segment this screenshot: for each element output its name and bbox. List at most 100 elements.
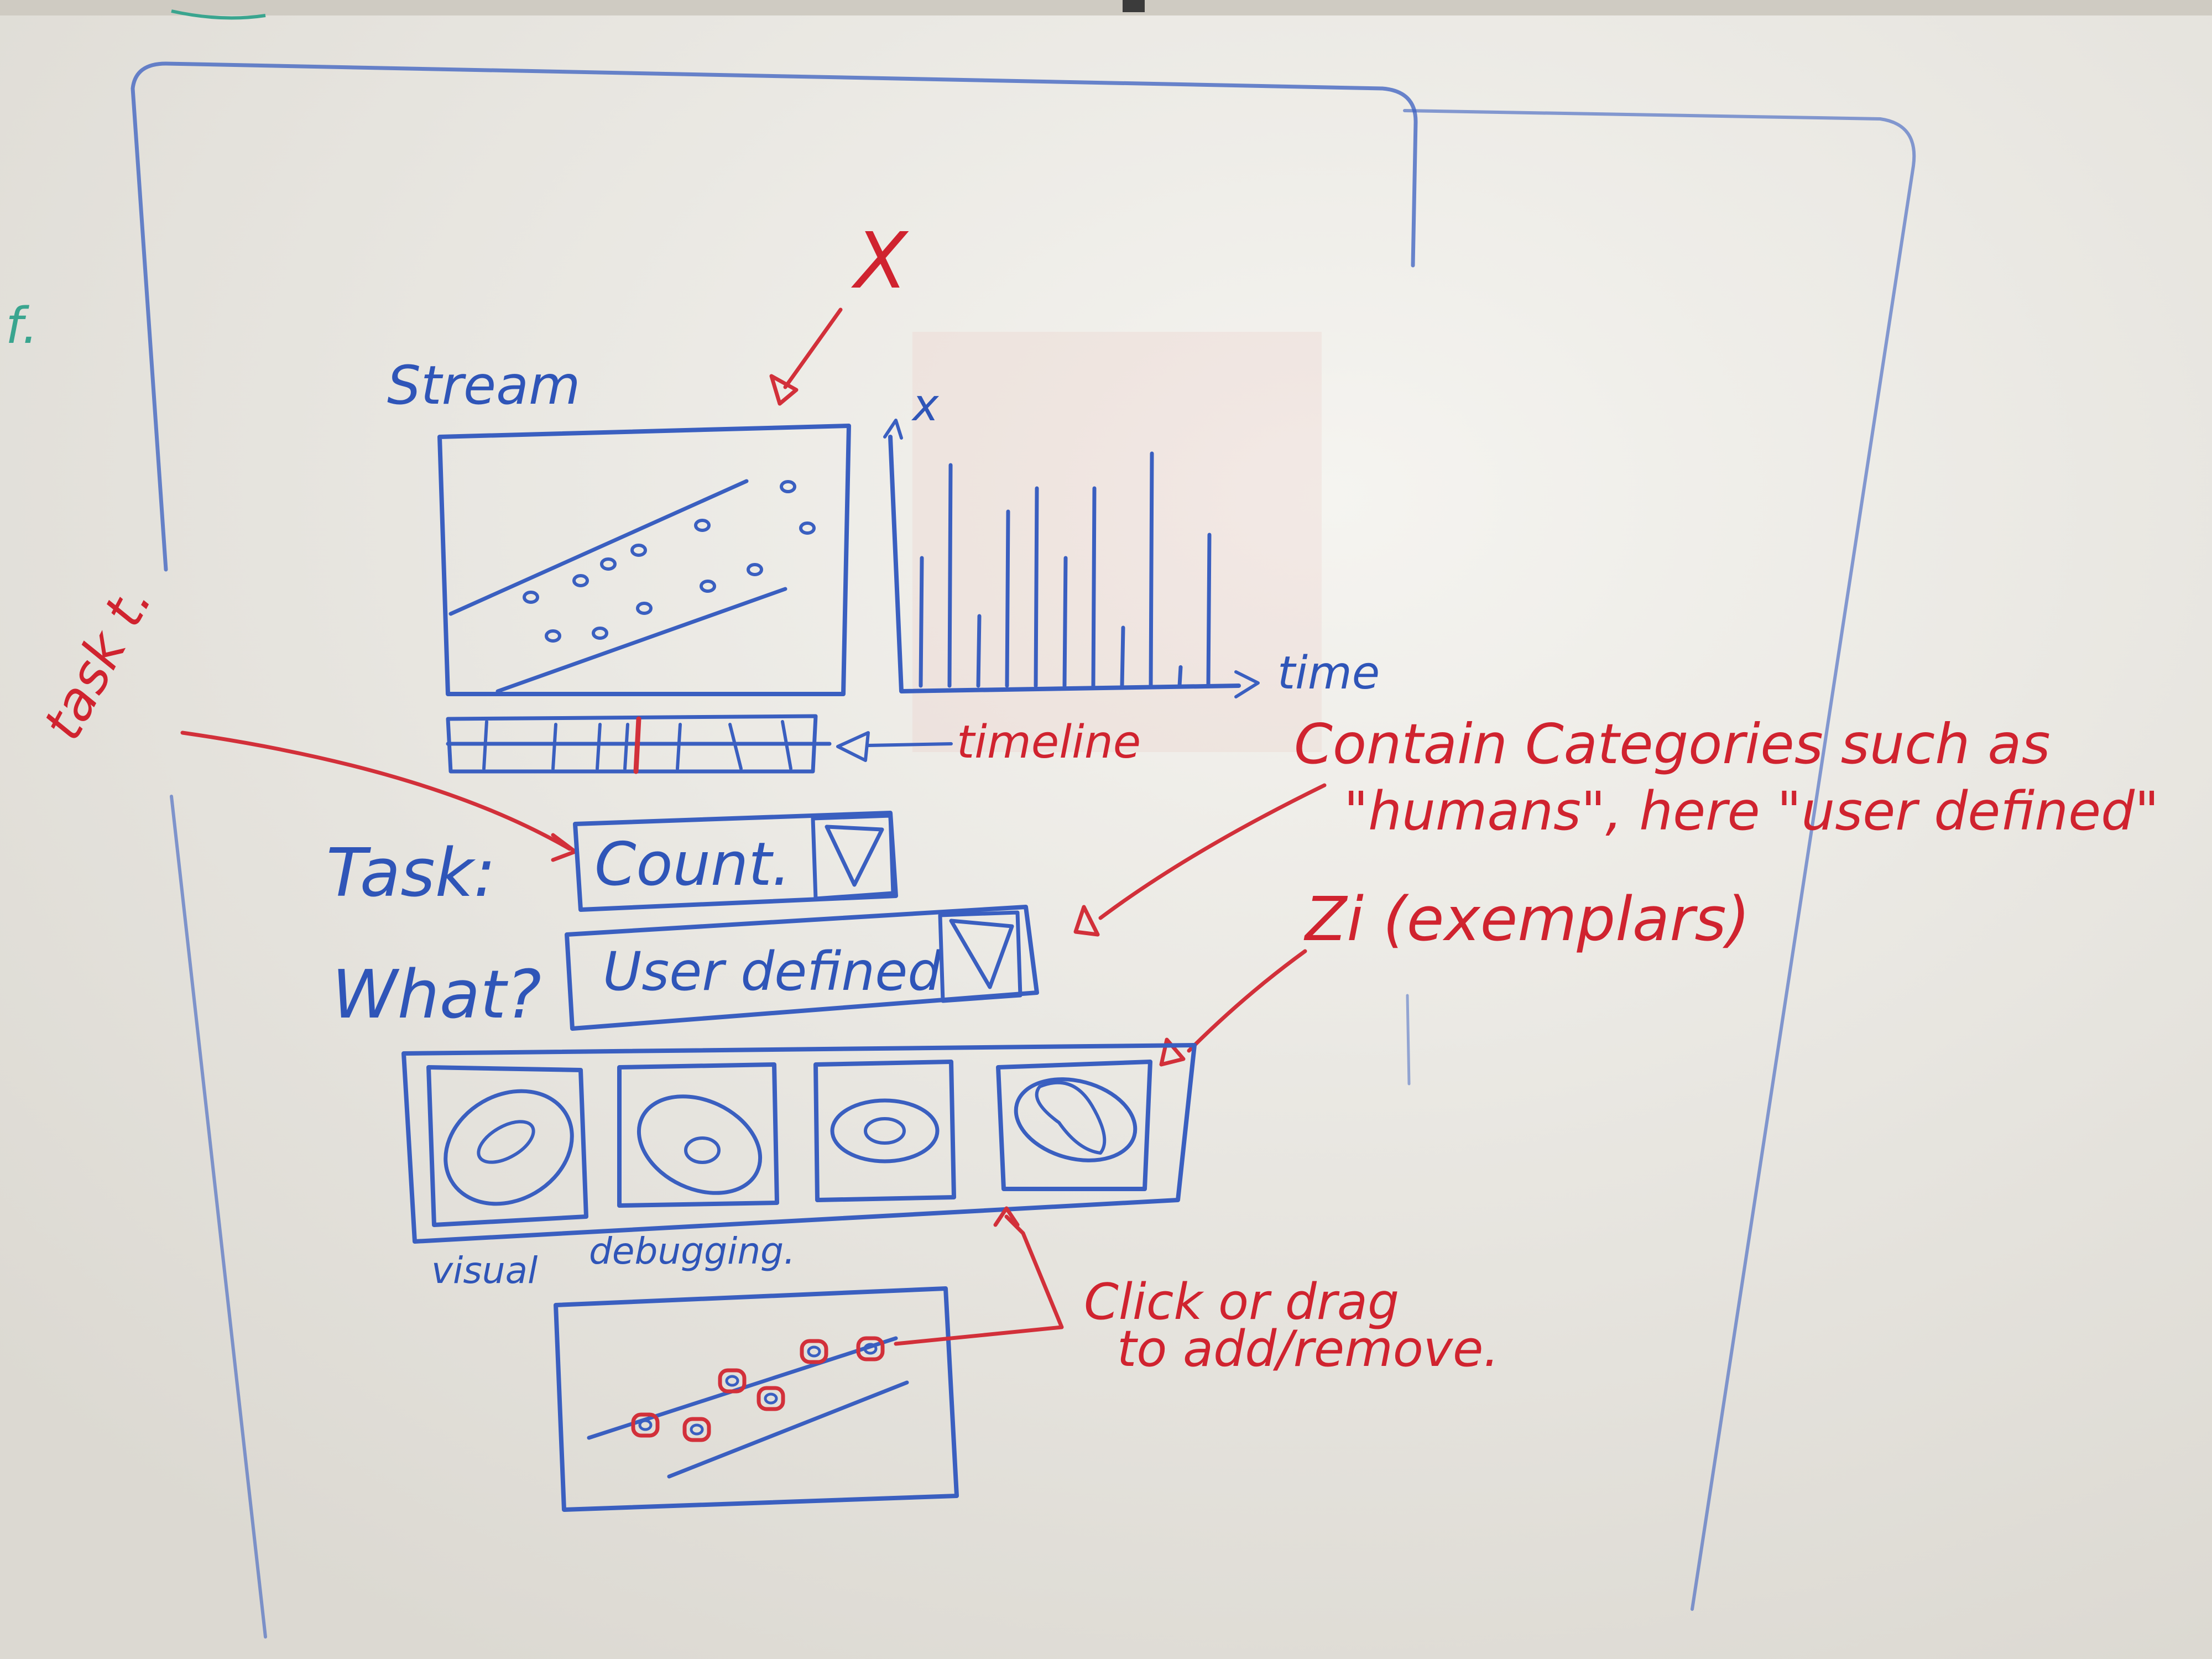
- categories-note-arrow: [1098, 783, 1327, 920]
- chart-bar: [976, 614, 982, 688]
- detections: [631, 1336, 885, 1442]
- chart-bar: [1005, 509, 1010, 688]
- detection-box[interactable]: [757, 1386, 785, 1411]
- chart-bar: [1206, 533, 1212, 688]
- chart-axes: [888, 435, 1241, 693]
- faint-tick: [1406, 994, 1411, 1086]
- detection-box[interactable]: [631, 1412, 660, 1438]
- chart-bar: [919, 556, 924, 688]
- stream-point: [799, 521, 816, 535]
- exemplar-shape-4: [1014, 1077, 1138, 1162]
- stream-point: [630, 544, 647, 557]
- stream-point: [592, 627, 608, 640]
- chart-y-label: x: [911, 379, 940, 431]
- exemplar-frame-1[interactable]: [426, 1065, 588, 1227]
- green-marker-scribble: [171, 9, 266, 20]
- chart-bar: [1062, 556, 1068, 688]
- categories-note-line-2: "humans", here "user defined": [1344, 780, 2159, 842]
- chevron-down-icon: [949, 919, 1014, 989]
- chart-bars: [919, 451, 1212, 688]
- detection-box[interactable]: [800, 1339, 828, 1364]
- timeline-label: timeline: [957, 716, 1141, 769]
- exemplar-inner-1: [477, 1120, 535, 1164]
- chart-bar: [1120, 625, 1125, 688]
- click-note-line-1: Click or drag: [1084, 1273, 1399, 1331]
- faint-outer-frame: [131, 61, 1418, 572]
- stream-point: [523, 591, 539, 604]
- stream-point: [600, 557, 617, 571]
- click-note-arrow-head: [993, 1206, 1020, 1227]
- what-dropdown-button[interactable]: [938, 910, 1022, 1003]
- click-note-line-2: to add/remove.: [1117, 1320, 1499, 1378]
- exemplar-shape-1: [444, 1089, 574, 1206]
- what-select[interactable]: [565, 905, 1039, 1031]
- exemplar-inner-2: [684, 1136, 721, 1164]
- stream-point: [694, 519, 711, 532]
- exemplar-thumbnail[interactable]: [617, 1062, 779, 1212]
- stream-track-line-top: [448, 479, 749, 616]
- categories-note-line-1: Contain Categories such as: [1294, 712, 2051, 776]
- task-label: Task:: [326, 835, 496, 912]
- exemplar-frame-4[interactable]: [996, 1060, 1152, 1191]
- exemplar-inner-3: [864, 1117, 906, 1145]
- chart-bar: [947, 463, 953, 688]
- detection-box[interactable]: [718, 1368, 747, 1394]
- timeline-pointer-line: [867, 742, 953, 747]
- stream-points: [523, 480, 816, 643]
- stream-point: [780, 480, 796, 493]
- exemplar-frame-2[interactable]: [617, 1062, 779, 1208]
- timeline-pointer: [836, 731, 870, 762]
- chart-bar: [1091, 486, 1097, 688]
- stream-point: [700, 580, 716, 593]
- exemplar-inner-4: [1035, 1081, 1107, 1155]
- stream-point: [545, 629, 561, 643]
- close-arrow-head: [769, 374, 799, 406]
- faint-left-frame: [170, 795, 267, 1639]
- stream-point: [636, 602, 653, 615]
- chart-x-arrow: [1234, 670, 1260, 698]
- stream-label: Stream: [387, 354, 580, 416]
- timeline-playhead[interactable]: [633, 716, 641, 774]
- visual-debugging-word-2: debugging.: [589, 1230, 795, 1272]
- stream-frame[interactable]: [437, 424, 851, 696]
- what-value: User defined: [603, 941, 942, 1003]
- stream-point: [572, 574, 589, 587]
- exemplar-thumbnail[interactable]: [813, 1060, 956, 1202]
- exemplar-strip[interactable]: [401, 1043, 1197, 1244]
- task-annotation-arrow: [180, 731, 572, 851]
- exemplar-thumbnail[interactable]: [996, 1060, 1152, 1191]
- stream-point: [747, 563, 763, 576]
- exemplars-note-arrow: [1187, 949, 1307, 1053]
- close-mark[interactable]: X: [851, 216, 909, 306]
- chart-bar: [1149, 451, 1154, 688]
- count-chart: x time: [883, 379, 1380, 700]
- exemplar-shape-2: [637, 1094, 763, 1195]
- chart-bar: [1034, 486, 1039, 688]
- stream-track-line-bottom: [495, 587, 787, 693]
- faint-right-frame: [1403, 109, 1916, 1611]
- task-select[interactable]: [573, 811, 898, 912]
- board-frame-top: [0, 0, 2212, 15]
- what-label: What?: [332, 957, 541, 1034]
- task-dropdown-button[interactable]: [811, 813, 895, 901]
- detection-box[interactable]: [682, 1417, 711, 1442]
- exemplar-thumbnail[interactable]: [425, 1065, 593, 1227]
- chart-x-label: time: [1277, 647, 1380, 700]
- exemplars-note: Zi (exemplars): [1303, 884, 1750, 954]
- chart-bar: [1177, 665, 1183, 688]
- board-clip: [1123, 0, 1145, 12]
- detection-panel[interactable]: [554, 1286, 959, 1512]
- close-arrow-line: [783, 307, 843, 389]
- visual-debugging-word-1: visual: [431, 1249, 538, 1292]
- exemplars-note-arrow-head: [1159, 1037, 1186, 1067]
- detection-box[interactable]: [856, 1336, 885, 1361]
- exemplar-frame-3[interactable]: [813, 1060, 956, 1202]
- categories-note-arrow-head: [1073, 905, 1100, 937]
- exemplar-shape-3: [830, 1098, 940, 1164]
- timeline-ticks: [482, 720, 792, 770]
- chart-y-arrow: [883, 419, 903, 440]
- chevron-down-icon: [825, 825, 884, 887]
